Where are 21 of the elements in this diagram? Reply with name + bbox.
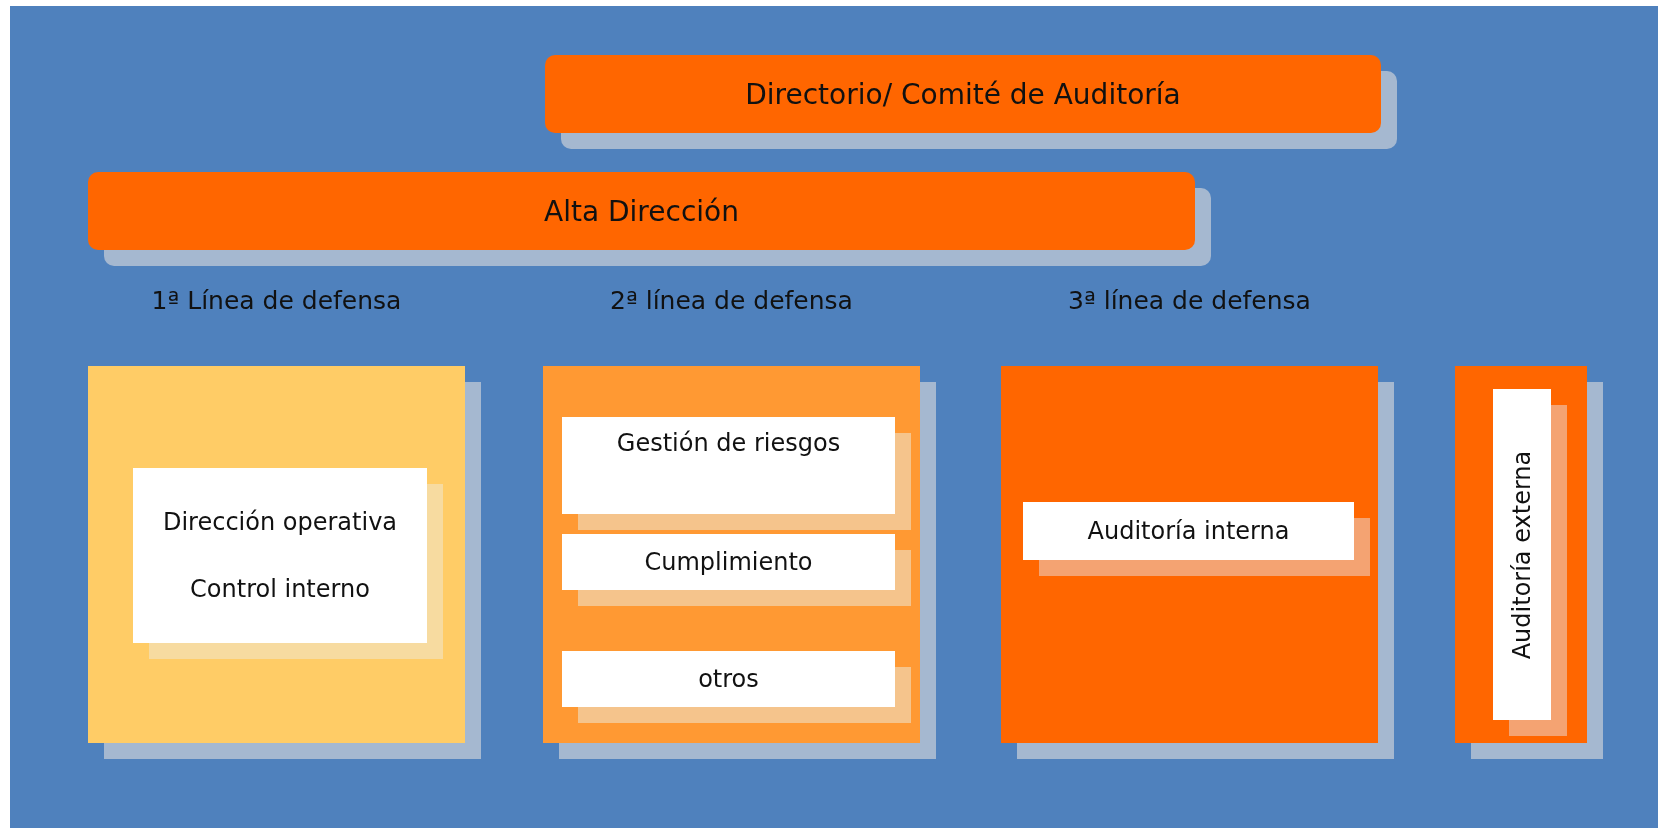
label-card [562,534,895,590]
banner-box [88,172,1195,250]
label-card [133,468,427,643]
label-card [562,417,895,514]
card-label: Auditoría externa [1508,450,1536,659]
card-label: Control interno [190,575,370,604]
label-card [1023,502,1354,560]
card-label: otros [698,665,759,693]
label-card [1493,389,1551,720]
panel-box [1455,366,1587,743]
column-heading: 2ª línea de defensa [610,286,853,315]
card-label: Cumplimiento [644,548,813,576]
column-heading: 1ª Línea de defensa [151,286,402,315]
banner-box [545,55,1381,133]
card-label: Dirección operativa [162,507,398,536]
card-label: Gestión de riesgos [616,429,841,457]
column-heading: 3ª línea de defensa [1068,286,1311,315]
card-label: Auditoría interna [1087,517,1290,545]
banner-title: Alta Dirección [544,194,739,228]
label-card [562,651,895,707]
banner-title: Directorio/ Comité de Auditoría [745,77,1181,111]
